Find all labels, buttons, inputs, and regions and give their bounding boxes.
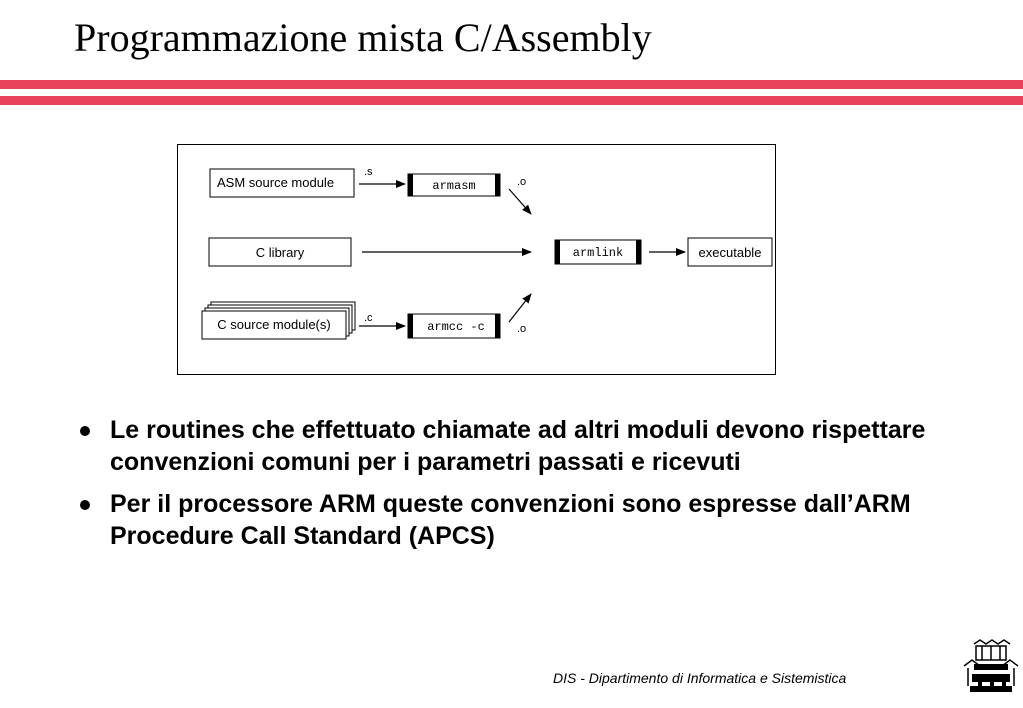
bullet-text: Per il processore ARM queste convenzioni… <box>110 490 911 550</box>
armasm-label: armasm <box>432 179 475 193</box>
c-source-node: C source module(s) <box>201 301 356 340</box>
arrow-armcc-to-armlink <box>508 293 532 323</box>
armasm-node: armasm <box>407 173 501 197</box>
header-stripe-bottom <box>0 96 1023 105</box>
edge-label-c: .c <box>364 312 373 324</box>
bullet-item: Per il processore ARM queste convenzioni… <box>74 488 1004 552</box>
armlink-node: armlink <box>554 239 642 265</box>
bullet-text: Le routines che effettuato chiamate ad a… <box>110 416 926 476</box>
bullet-dot <box>80 426 90 436</box>
executable-label: executable <box>699 245 762 260</box>
asm-source-node: ASM source module <box>209 168 355 198</box>
c-source-label: C source module(s) <box>217 317 330 332</box>
toolchain-diagram: ASM source module C library C source mod… <box>177 144 777 376</box>
arrow-armasm-to-armlink <box>508 188 532 215</box>
slide-title: Programmazione mista C/Assembly <box>74 15 652 60</box>
bullet-list: Le routines che effettuato chiamate ad a… <box>74 414 1004 562</box>
edge-label-s: .s <box>364 166 373 178</box>
edge-label-o-top: .o <box>517 176 526 188</box>
bullet-dot <box>80 500 90 510</box>
asm-source-label: ASM source module <box>217 175 334 190</box>
header-stripe-top <box>0 80 1023 89</box>
c-library-label: C library <box>256 245 305 260</box>
university-logo <box>960 636 1020 701</box>
armcc-node: armcc -c <box>407 313 501 339</box>
edge-label-o-bottom: .o <box>517 323 526 335</box>
bullet-item: Le routines che effettuato chiamate ad a… <box>74 414 1004 478</box>
armcc-label: armcc -c <box>427 320 485 334</box>
c-library-node: C library <box>208 237 352 267</box>
executable-node: executable <box>687 237 773 267</box>
armlink-label: armlink <box>573 246 623 260</box>
footer-department: DIS - Dipartimento di Informatica e Sist… <box>553 670 847 686</box>
